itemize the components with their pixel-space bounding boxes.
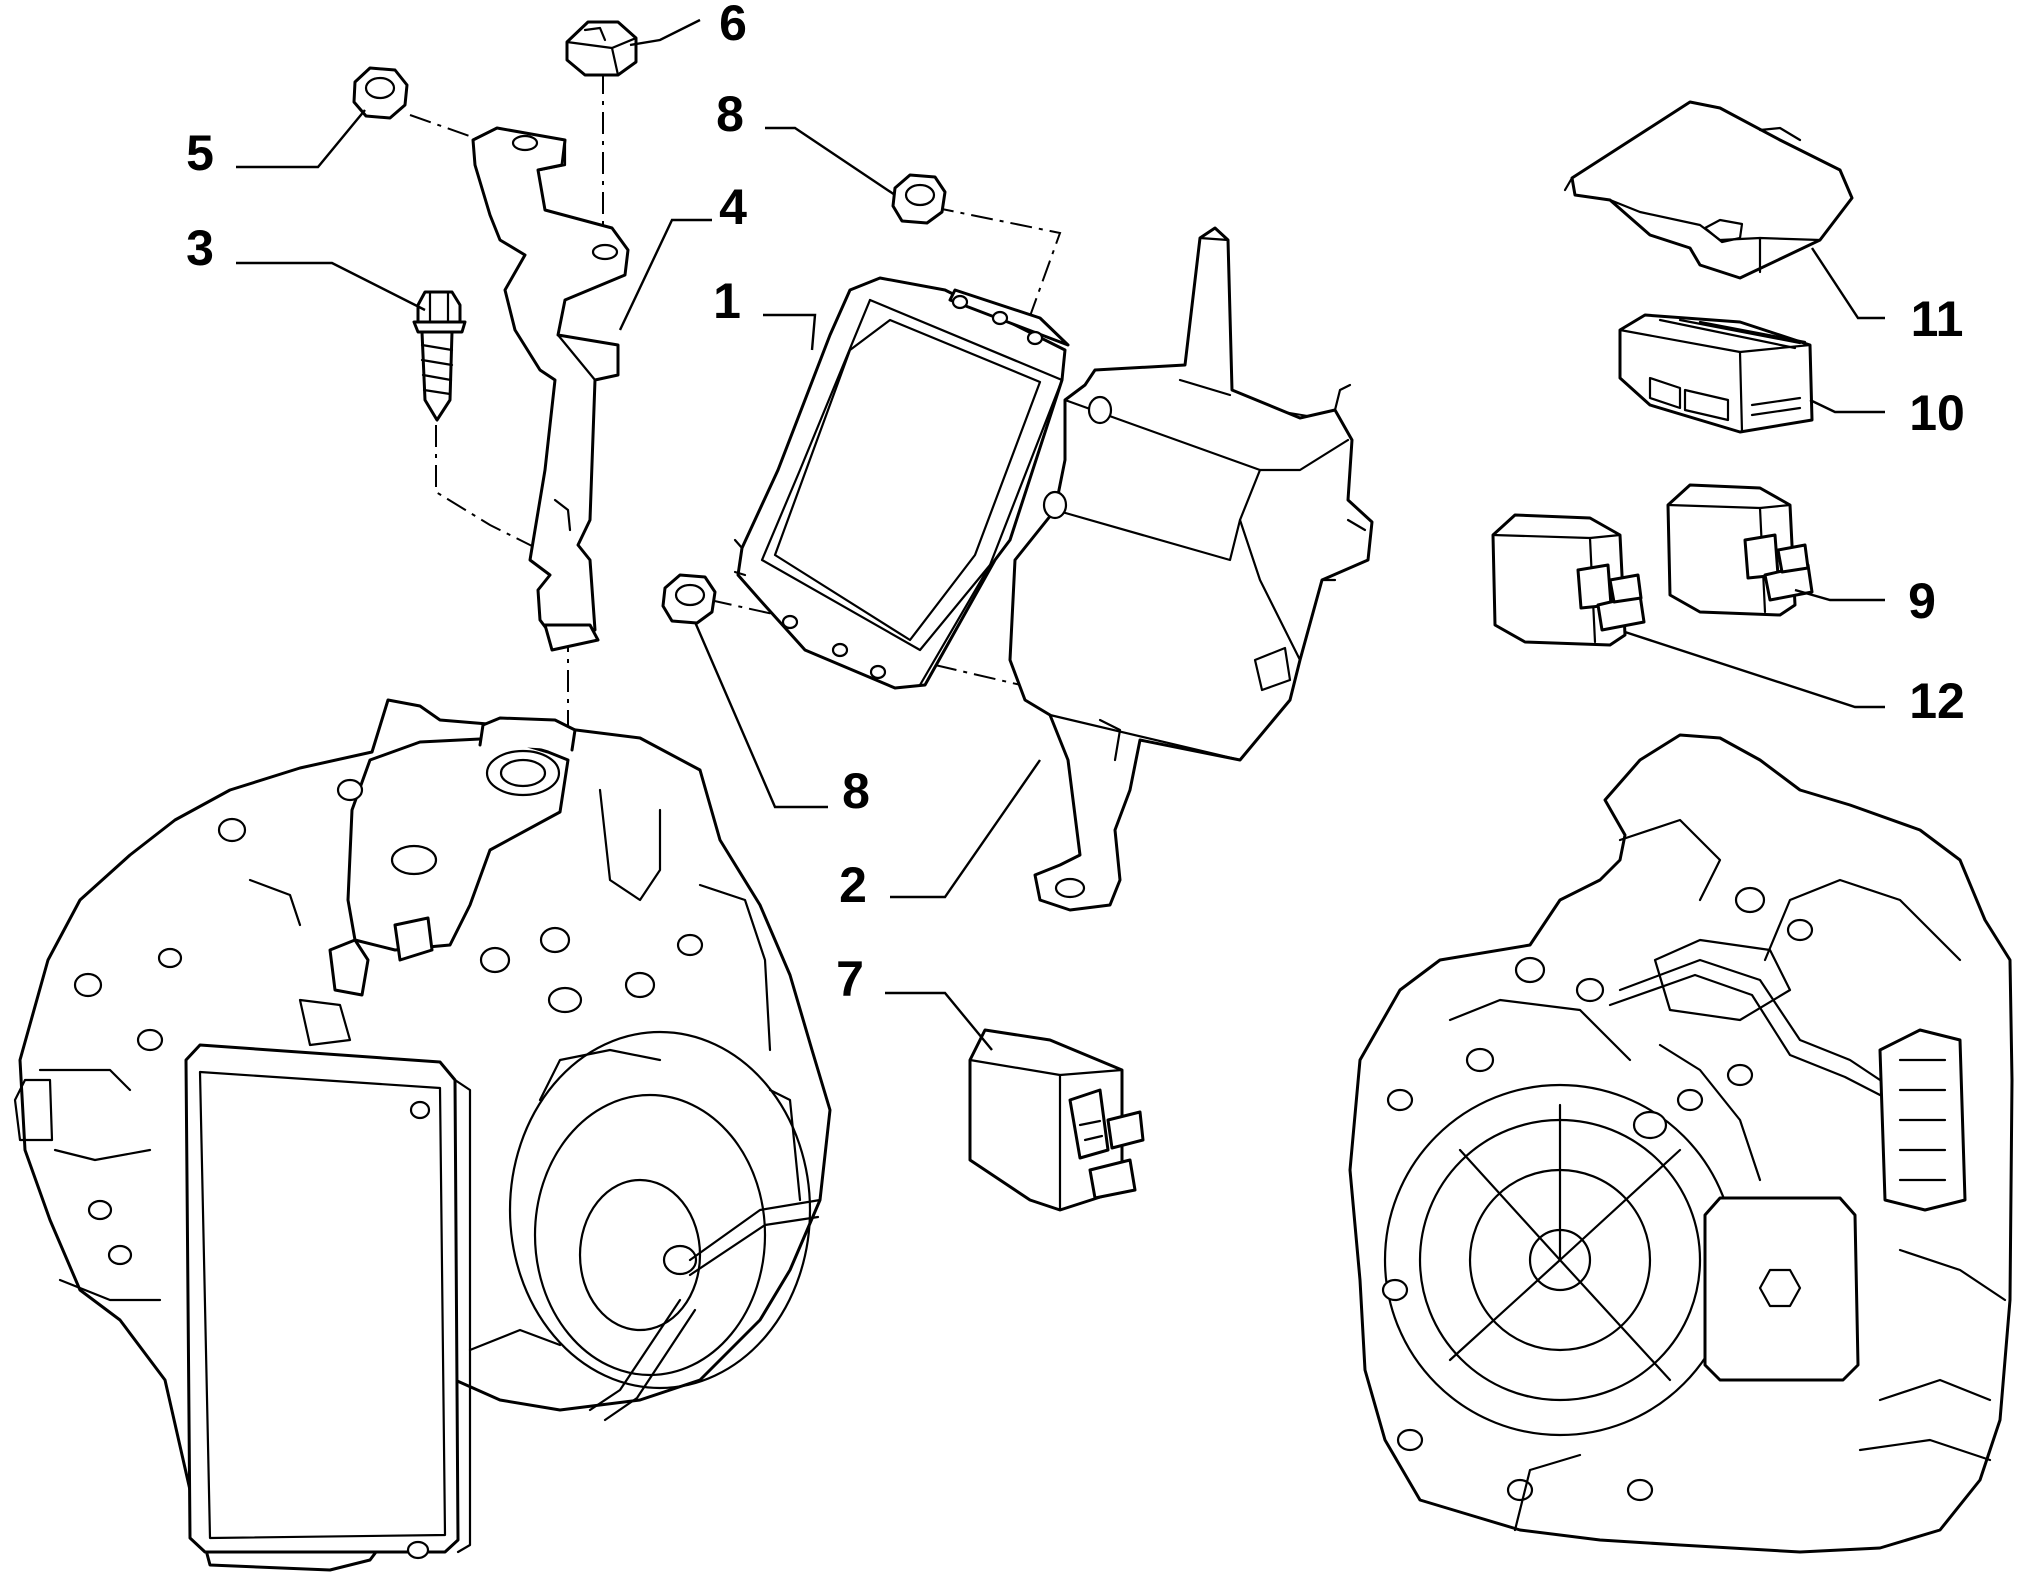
part-11-cover [1563, 100, 1854, 280]
part-9-relay [1666, 483, 1814, 617]
leader-8b [693, 621, 828, 809]
callout-11: 11 [1911, 291, 1964, 347]
leader-7 [885, 991, 993, 1051]
callout-3: 3 [186, 220, 214, 276]
bolt-bosses-right [1381, 886, 1814, 1502]
leader-9 [1794, 588, 1885, 602]
callout-1: 1 [713, 273, 741, 329]
callout-2: 2 [839, 857, 867, 913]
callout-9: 9 [1908, 573, 1936, 629]
part-7-relay [968, 1028, 1145, 1212]
part-2-mounting-bracket [1008, 226, 1374, 912]
part-10-ecu [1618, 313, 1814, 434]
bolt-bosses-left [73, 778, 704, 1560]
callout-6: 6 [719, 0, 747, 51]
part-8-nut-lower [661, 573, 717, 625]
part-12-relay [1491, 513, 1646, 647]
callout-12: 12 [1909, 673, 1965, 729]
part-1-control-module [733, 276, 1070, 690]
leader-11 [1810, 247, 1885, 320]
leader-8a [765, 126, 896, 196]
leader-3 [236, 261, 426, 312]
part-6-clip [565, 20, 638, 77]
leader-10 [1809, 398, 1885, 414]
part-5-nut [352, 66, 409, 120]
leader-2 [890, 759, 1041, 899]
leader-5 [236, 109, 366, 169]
leader-4 [618, 218, 712, 331]
callout-labels: 1 2 3 4 5 6 7 8 8 9 10 11 12 [186, 0, 1965, 1007]
leader-lines [236, 18, 1885, 1051]
callout-8-lower: 8 [842, 763, 870, 819]
callout-7: 7 [836, 951, 864, 1007]
transmission-left [13, 698, 832, 1572]
leader-12 [1624, 630, 1885, 709]
callout-8-upper: 8 [716, 86, 744, 142]
leader-6 [629, 18, 701, 47]
leader-1 [763, 313, 817, 351]
transmission-right [1348, 733, 2014, 1554]
part-8-nut-upper [891, 173, 947, 225]
callout-5: 5 [186, 125, 214, 181]
callout-10: 10 [1909, 385, 1965, 441]
callout-4: 4 [719, 179, 747, 235]
part-3-bolt [412, 290, 467, 422]
part-4-bracket [471, 126, 630, 652]
